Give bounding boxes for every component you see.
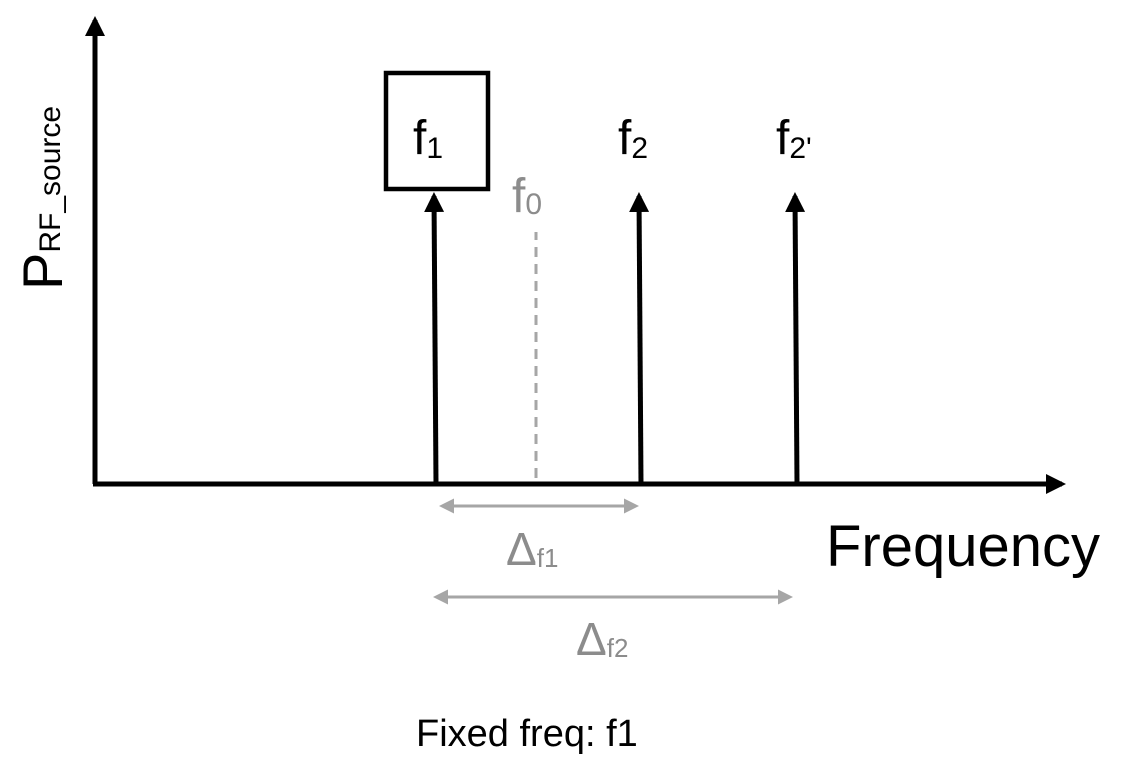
delta-f2-label: Δf2 [576,613,628,665]
x-axis-label: Frequency [826,514,1100,579]
y-axis-label: PRF_source [11,106,74,290]
tone-f2-arrow [629,192,650,485]
tone-f2-label: f2 [618,112,648,165]
tone-f1-arrow [424,192,445,485]
center-f0-label: f0 [512,170,542,223]
tone-f2p-arrow [785,192,806,485]
tone-f1-label: f1 [413,112,443,165]
tone-f2p-label: f2' [776,112,812,165]
delta-f1-label: Δf1 [506,523,558,575]
caption: Fixed freq: f1 [416,713,638,755]
tone-f1-box [383,70,491,192]
